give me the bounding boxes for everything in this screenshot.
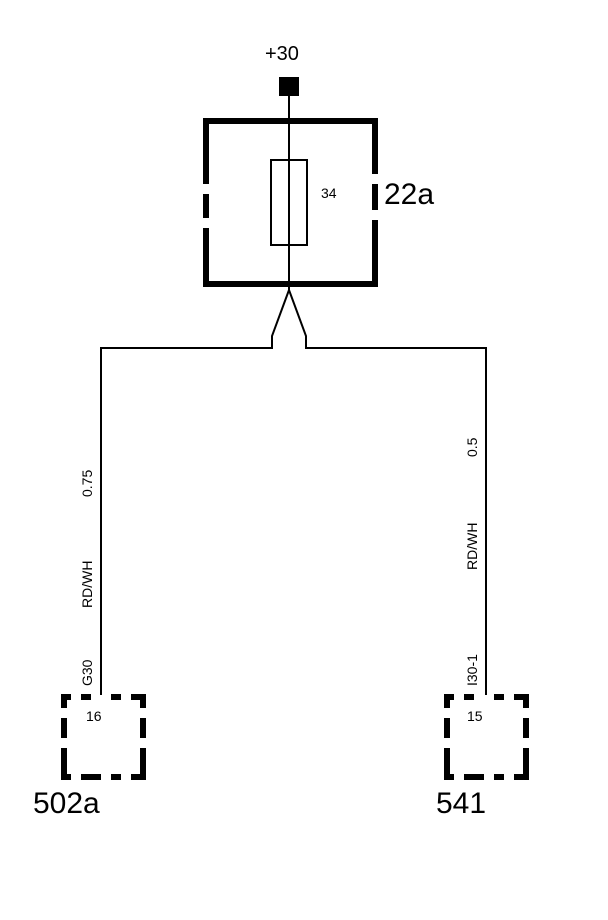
fuse-box-id: 22a	[384, 178, 434, 211]
splice-right	[288, 289, 487, 695]
pin-15: 15	[467, 708, 483, 724]
left-wire-color: RD/WH	[79, 561, 95, 608]
connector-541-outline	[444, 694, 529, 780]
supply-terminal	[279, 77, 299, 96]
right-wire-code: I30-1	[464, 654, 480, 686]
left-wire-size: 0.75	[79, 470, 95, 497]
pin-16: 16	[86, 708, 102, 724]
left-wire-code: G30	[79, 659, 95, 686]
right-wire-color: RD/WH	[464, 523, 480, 570]
splice-left	[100, 289, 290, 695]
connector-502a-outline	[61, 694, 146, 780]
right-wire-size: 0.5	[464, 437, 480, 457]
fuse-number: 34	[321, 185, 337, 201]
connector-502a-label: 502a	[33, 787, 100, 820]
connector-541-label: 541	[436, 787, 486, 820]
fuse-box-outline	[203, 118, 378, 287]
supply-label: +30	[265, 43, 299, 65]
